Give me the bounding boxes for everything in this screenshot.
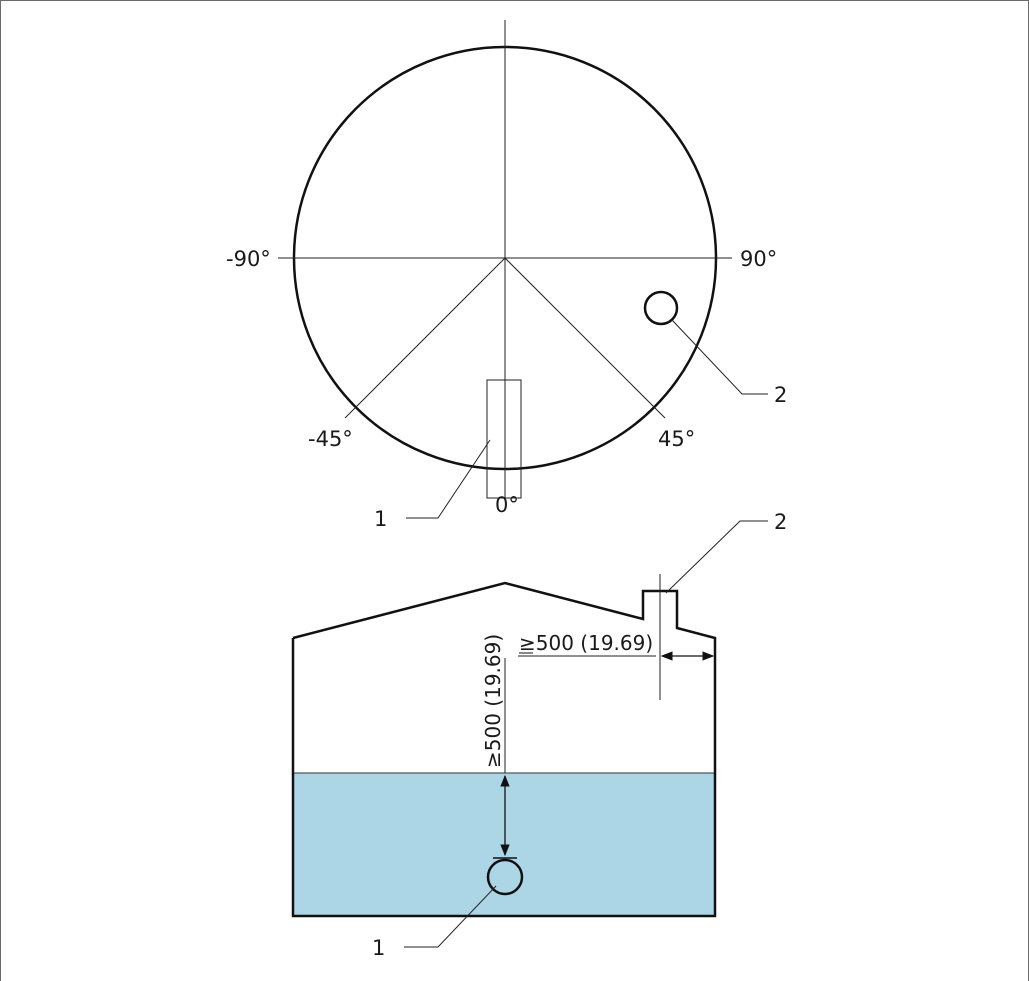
- angle-minus-45: -45°: [308, 427, 353, 451]
- device-1-rect: [486, 379, 522, 499]
- callout-2-side-label: 2: [774, 510, 787, 534]
- angle-minus-90: -90°: [226, 247, 271, 271]
- top-view: -90° 90° -45° 45° 0° 1 2: [226, 20, 787, 531]
- callout-2-top-leader: [671, 319, 768, 395]
- dim-h-label: ≥500 (19.69): [519, 631, 653, 655]
- tank-outline-side: [291, 581, 717, 918]
- callout-1-top-leader: [406, 439, 491, 519]
- angle-plus-45: 45°: [658, 427, 695, 451]
- callout-2-top-label: 2: [774, 383, 787, 407]
- callout-1-side-label: 1: [372, 936, 385, 960]
- callout-1-side-leader: [404, 885, 497, 948]
- plus-45-line: [504, 257, 666, 419]
- device-1-circle: [486, 858, 524, 896]
- dim-v-label: ≥500 (19.69): [481, 634, 505, 768]
- minus-45-line: [344, 257, 506, 419]
- side-view: ≥500 (19.69) ≥500 (19.69) 1 2: [291, 510, 787, 960]
- angle-zero: 0°: [495, 493, 519, 517]
- nozzle-2-circle: [643, 290, 679, 326]
- angle-plus-90: 90°: [740, 247, 777, 271]
- callout-2-side-leader: [665, 520, 768, 594]
- callout-1-top-label: 1: [374, 507, 387, 531]
